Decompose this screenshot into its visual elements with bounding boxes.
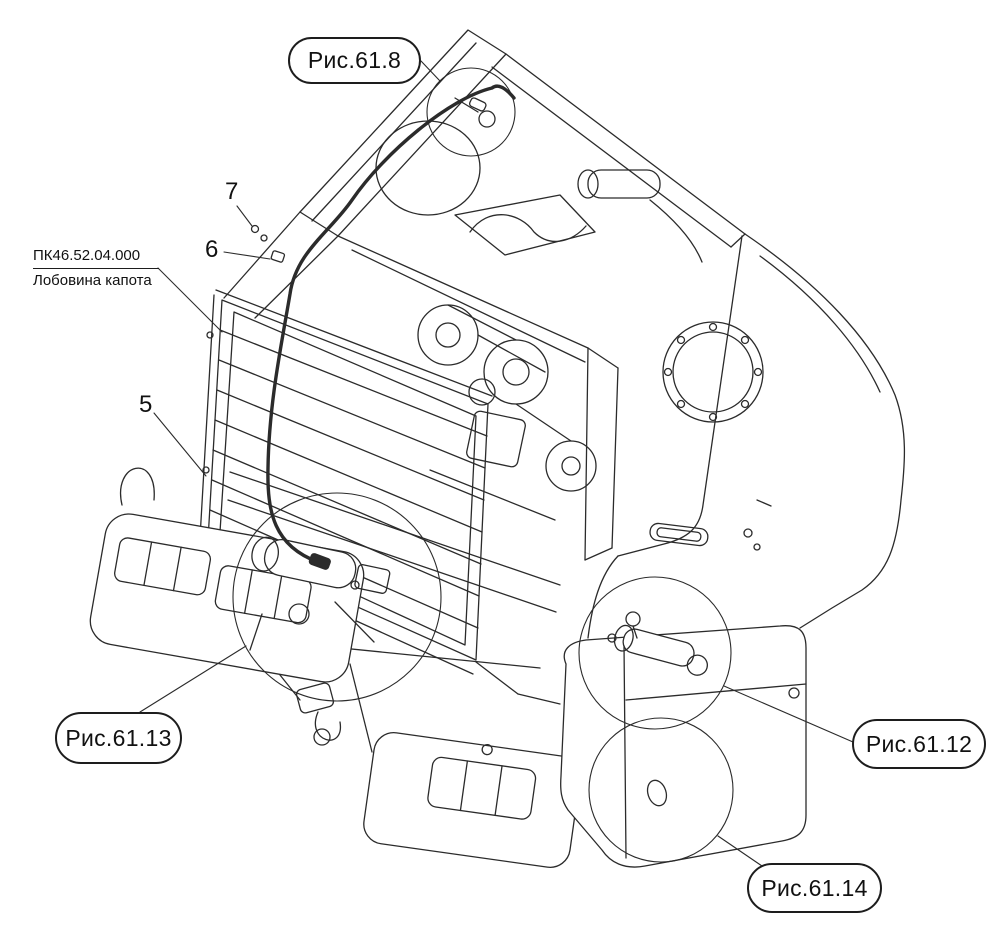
part-code-label: ПК46.52.04.000 Лобовина капота: [33, 246, 159, 290]
side-panel: [587, 233, 906, 639]
cable-top-fitting: [478, 110, 496, 128]
screw-part-7a: [250, 224, 260, 234]
leader-61-8: [420, 60, 441, 82]
leader-61-13: [139, 645, 247, 713]
figure-callout-61-13[interactable]: Рис.61.13: [55, 712, 182, 764]
leader-61-14: [717, 835, 763, 867]
part-name: Лобовина капота: [33, 271, 152, 289]
leader-7: [236, 205, 253, 227]
part-code: ПК46.52.04.000: [33, 246, 159, 269]
tow-hitch: [295, 682, 341, 746]
part-number-5: 5: [139, 391, 153, 418]
lower-bumper: [363, 732, 581, 868]
figure-callout-61-14[interactable]: Рис.61.14: [747, 863, 882, 913]
detail-circle-61-14: [588, 717, 734, 863]
detail-circle-61-13: [232, 492, 442, 702]
leader-lines: [139, 60, 854, 867]
part-number-6: 6: [205, 236, 219, 263]
engine: [417, 169, 661, 521]
porthole: [662, 321, 764, 423]
lower-light-cluster: [427, 756, 537, 820]
cab-frame: [223, 29, 746, 669]
part-number-7: 7: [225, 178, 239, 205]
windshield-circle-detail: [375, 120, 481, 216]
cable-end-fitting: [308, 553, 331, 570]
detail-circles: [232, 67, 734, 863]
leader-5: [153, 412, 207, 477]
tow-loop: [119, 467, 155, 506]
headlight-cluster-right: [214, 565, 312, 624]
headlight-cluster-left: [114, 537, 212, 596]
fuel-tank: [560, 625, 807, 868]
side-latch: [649, 522, 709, 547]
leader-6: [223, 251, 271, 260]
screw-part-7b: [260, 234, 268, 242]
leader-61-12: [723, 685, 854, 743]
release-cable: [266, 84, 516, 570]
clamp-part-6: [270, 250, 286, 263]
tank-valve-detail: [607, 611, 708, 676]
detail-circle-61-8: [426, 67, 516, 157]
figure-callout-61-12[interactable]: Рис.61.12: [852, 719, 986, 769]
figure-callout-61-8[interactable]: Рис.61.8: [288, 37, 421, 84]
tank-hole: [646, 779, 668, 807]
detail-circle-61-12: [578, 576, 732, 730]
leader-part-code: [157, 267, 223, 333]
hood-grille: [199, 289, 493, 675]
